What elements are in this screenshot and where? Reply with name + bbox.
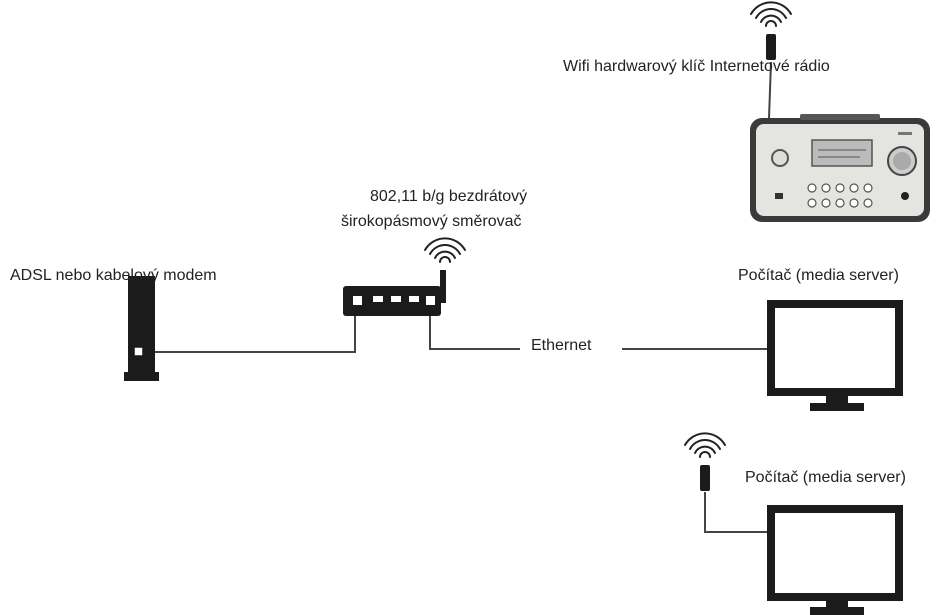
monitor-bottom-icon <box>767 505 903 615</box>
router-wifi-icon <box>424 237 466 263</box>
router-ethernet-cable <box>429 306 520 350</box>
monitor-top-icon <box>767 300 903 411</box>
modem-router-cable <box>138 306 356 353</box>
router-label-line2: širokopásmový směrovač <box>341 213 522 230</box>
wifi-dongle-bottom-signal-icon <box>684 432 726 458</box>
dongle-pc-bottom-cable <box>704 492 768 533</box>
wifi-dongle-top-signal-icon <box>750 1 792 27</box>
router-label-line1: 802,11 b/g bezdrátový <box>370 188 528 205</box>
router-icon <box>343 270 446 316</box>
wifi-dongle-bottom-icon <box>700 465 710 491</box>
dongle-radio-cable <box>768 61 772 119</box>
pc-top-label: Počítač (media server) <box>738 267 899 284</box>
wifi-key-radio-label: Wifi hardwarový klíč Internetové rádio <box>563 58 830 75</box>
modem-icon <box>124 276 159 381</box>
wifi-dongle-top-icon <box>766 34 776 60</box>
ethernet-label: Ethernet <box>531 337 592 354</box>
internet-radio-icon <box>750 114 930 222</box>
pc-bottom-label: Počítač (media server) <box>745 469 906 486</box>
modem-label: ADSL nebo kabelový modem <box>10 267 217 284</box>
